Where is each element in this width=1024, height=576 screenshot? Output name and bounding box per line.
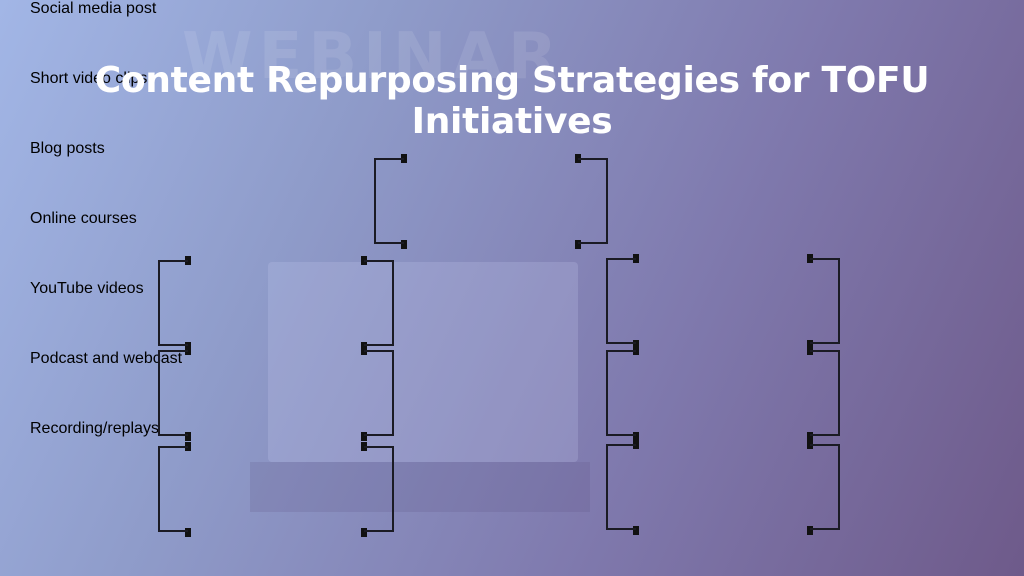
connector-dot	[185, 528, 191, 537]
connector-dot	[185, 256, 191, 265]
connector-dot	[361, 432, 367, 441]
node-label: Blog posts	[30, 140, 105, 157]
connector-dot	[400, 240, 407, 249]
bracket-left	[158, 260, 188, 346]
connector-dot	[632, 526, 639, 535]
connector-dot	[185, 432, 191, 441]
connector-dot	[807, 340, 814, 349]
background-webinar-watermark: WEBINAR	[182, 20, 564, 94]
node-label: Online courses	[30, 210, 137, 227]
bracket-left	[606, 444, 636, 530]
connector-dot	[632, 346, 639, 355]
connector-dot	[185, 442, 191, 451]
bracket-left	[606, 350, 636, 436]
connector-dot	[575, 240, 582, 249]
connector-dot	[807, 526, 814, 535]
background-laptop-screen	[268, 262, 578, 462]
bracket-right	[810, 258, 840, 344]
node-label: Social media post	[30, 0, 157, 17]
bracket-right	[364, 446, 394, 532]
slide-title: Content Repurposing Strategies for TOFU …	[94, 60, 930, 142]
bracket-right	[578, 158, 608, 244]
node-label: Short video clips	[30, 70, 148, 87]
connector-dot	[807, 432, 814, 441]
connector-dot	[361, 528, 367, 537]
connector-dot	[632, 340, 639, 349]
connector-dot	[632, 440, 639, 449]
connector-dot	[400, 154, 407, 163]
node-label: Podcast and webcast	[30, 350, 183, 367]
background-laptop-keyboard	[250, 462, 590, 512]
bracket-right	[364, 260, 394, 346]
connector-dot	[632, 254, 639, 263]
bracket-right	[810, 350, 840, 436]
node-label: Recording/replays	[30, 420, 159, 437]
bracket-left	[158, 350, 188, 436]
node-label: YouTube videos	[30, 280, 144, 297]
bracket-left	[158, 446, 188, 532]
connector-dot	[185, 346, 191, 355]
bracket-right	[364, 350, 394, 436]
connector-dot	[632, 432, 639, 441]
bracket-left	[606, 258, 636, 344]
bracket-left	[374, 158, 404, 244]
bracket-right	[810, 444, 840, 530]
